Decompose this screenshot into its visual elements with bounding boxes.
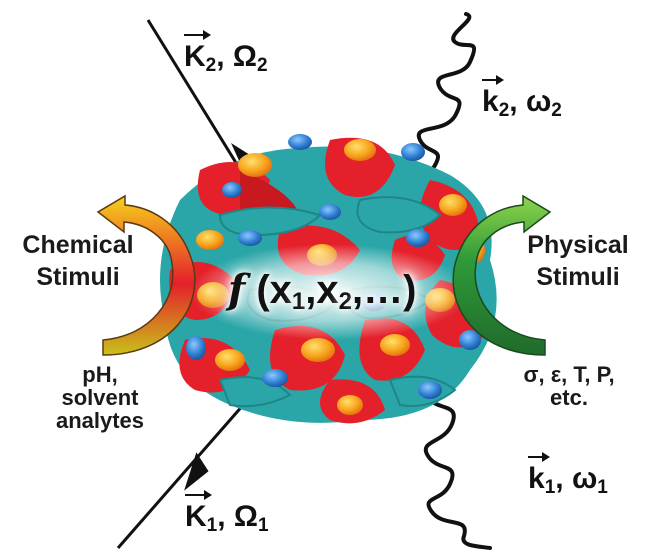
- k2-vector: k: [482, 75, 504, 118]
- wave-k1-line: [423, 398, 492, 550]
- k1-sep: ,: [555, 462, 572, 495]
- chemical-example-ph: pH,: [82, 362, 118, 387]
- physical-stimuli-arrow: [452, 194, 552, 356]
- k1-symbol-sub: 1: [597, 477, 608, 498]
- K2-symbol: Ω: [232, 40, 257, 73]
- chemical-examples-label: pH, solvent analytes: [36, 363, 164, 432]
- beam-k1-label: k1, ω1: [528, 452, 608, 499]
- K1-sub: 1: [206, 515, 218, 536]
- beam-k2-label: k2, ω2: [482, 75, 562, 122]
- chemical-label-line2: Stimuli: [36, 263, 120, 292]
- physical-example-etc: etc.: [550, 385, 588, 411]
- k1-symbol: ω: [571, 462, 598, 495]
- physical-label-line2: Stimuli: [536, 263, 620, 292]
- chemical-label-line1: Chemical: [22, 231, 134, 259]
- physical-example-variables: σ, ε, T, P,: [523, 362, 615, 387]
- k2-symbol: ω: [525, 85, 552, 118]
- function-open: (x: [245, 268, 292, 312]
- physical-label-line1: Physical: [527, 231, 629, 259]
- chemical-stimuli-label: Chemical Stimuli: [8, 232, 148, 291]
- function-label: f (x1,x2,…): [228, 266, 416, 316]
- chemical-example-analytes: analytes: [55, 408, 145, 434]
- function-mid: ,x: [305, 268, 339, 312]
- K2-symbol-sub: 2: [256, 55, 268, 76]
- K1-symbol: Ω: [233, 500, 258, 533]
- K2-sub: 2: [205, 55, 217, 76]
- function-f: f: [228, 266, 246, 313]
- physical-stimuli-label: Physical Stimuli: [510, 232, 646, 291]
- wave-k2-line: [399, 12, 477, 194]
- physical-examples-label: σ, ε, T, P, etc.: [494, 363, 644, 409]
- K1-vector: K: [185, 490, 212, 533]
- k2-symbol-sub: 2: [551, 100, 562, 121]
- K1-symbol-sub: 1: [257, 515, 269, 536]
- K2-sep: ,: [216, 40, 233, 73]
- K2-vector: K: [184, 30, 211, 73]
- K1-sep: ,: [217, 500, 234, 533]
- k2-sep: ,: [509, 85, 526, 118]
- beam-K1-label: K1, Ω1: [185, 490, 269, 537]
- function-sub1: 1: [291, 288, 306, 315]
- k1-vector: k: [528, 452, 550, 495]
- k2-sub: 2: [498, 100, 510, 121]
- function-sub2: 2: [338, 288, 352, 315]
- chemical-example-solvent: solvent: [61, 385, 139, 411]
- function-tail: ,…): [351, 268, 417, 312]
- beam-K2-label: K2, Ω2: [184, 30, 268, 77]
- beam-K1-line: [116, 387, 260, 549]
- chemical-stimuli-arrow: [96, 194, 196, 356]
- k1-sub: 1: [544, 477, 556, 498]
